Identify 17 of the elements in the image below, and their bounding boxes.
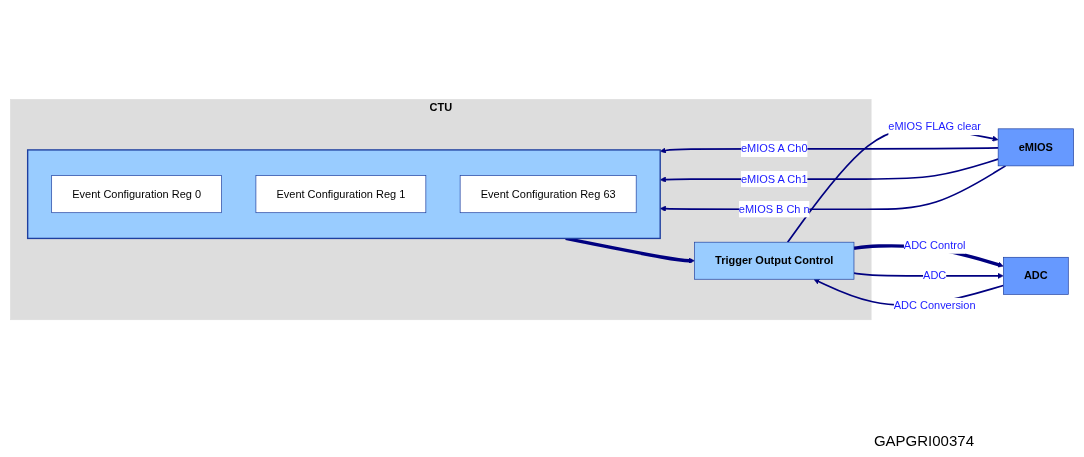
edge-label: eMIOS FLAG clear — [888, 121, 982, 133]
edge-label: eMIOS A Ch1 — [740, 173, 808, 185]
node-box: Event Configuration Reg 1 — [255, 175, 427, 214]
edge-label: ADC Control — [903, 239, 966, 252]
edge-label: ADC — [923, 270, 947, 282]
node-box: Trigger Output Control — [694, 242, 855, 280]
arrow — [565, 237, 695, 265]
figure-id: GAPGRI00374 — [873, 432, 974, 449]
node-box: Event Configuration Reg 0 — [51, 175, 222, 214]
edge-label: eMIOS A Ch0 — [740, 143, 808, 155]
cluster — [26, 149, 661, 240]
node-box: ADC — [1003, 257, 1069, 296]
node-box: eMIOS — [997, 128, 1074, 167]
edge-label: eMIOS B Ch n — [738, 203, 810, 216]
edge-label: ADC Conversion — [893, 300, 976, 312]
arrow — [853, 272, 1004, 280]
node-box: Event Configuration Reg 63 — [459, 175, 637, 214]
